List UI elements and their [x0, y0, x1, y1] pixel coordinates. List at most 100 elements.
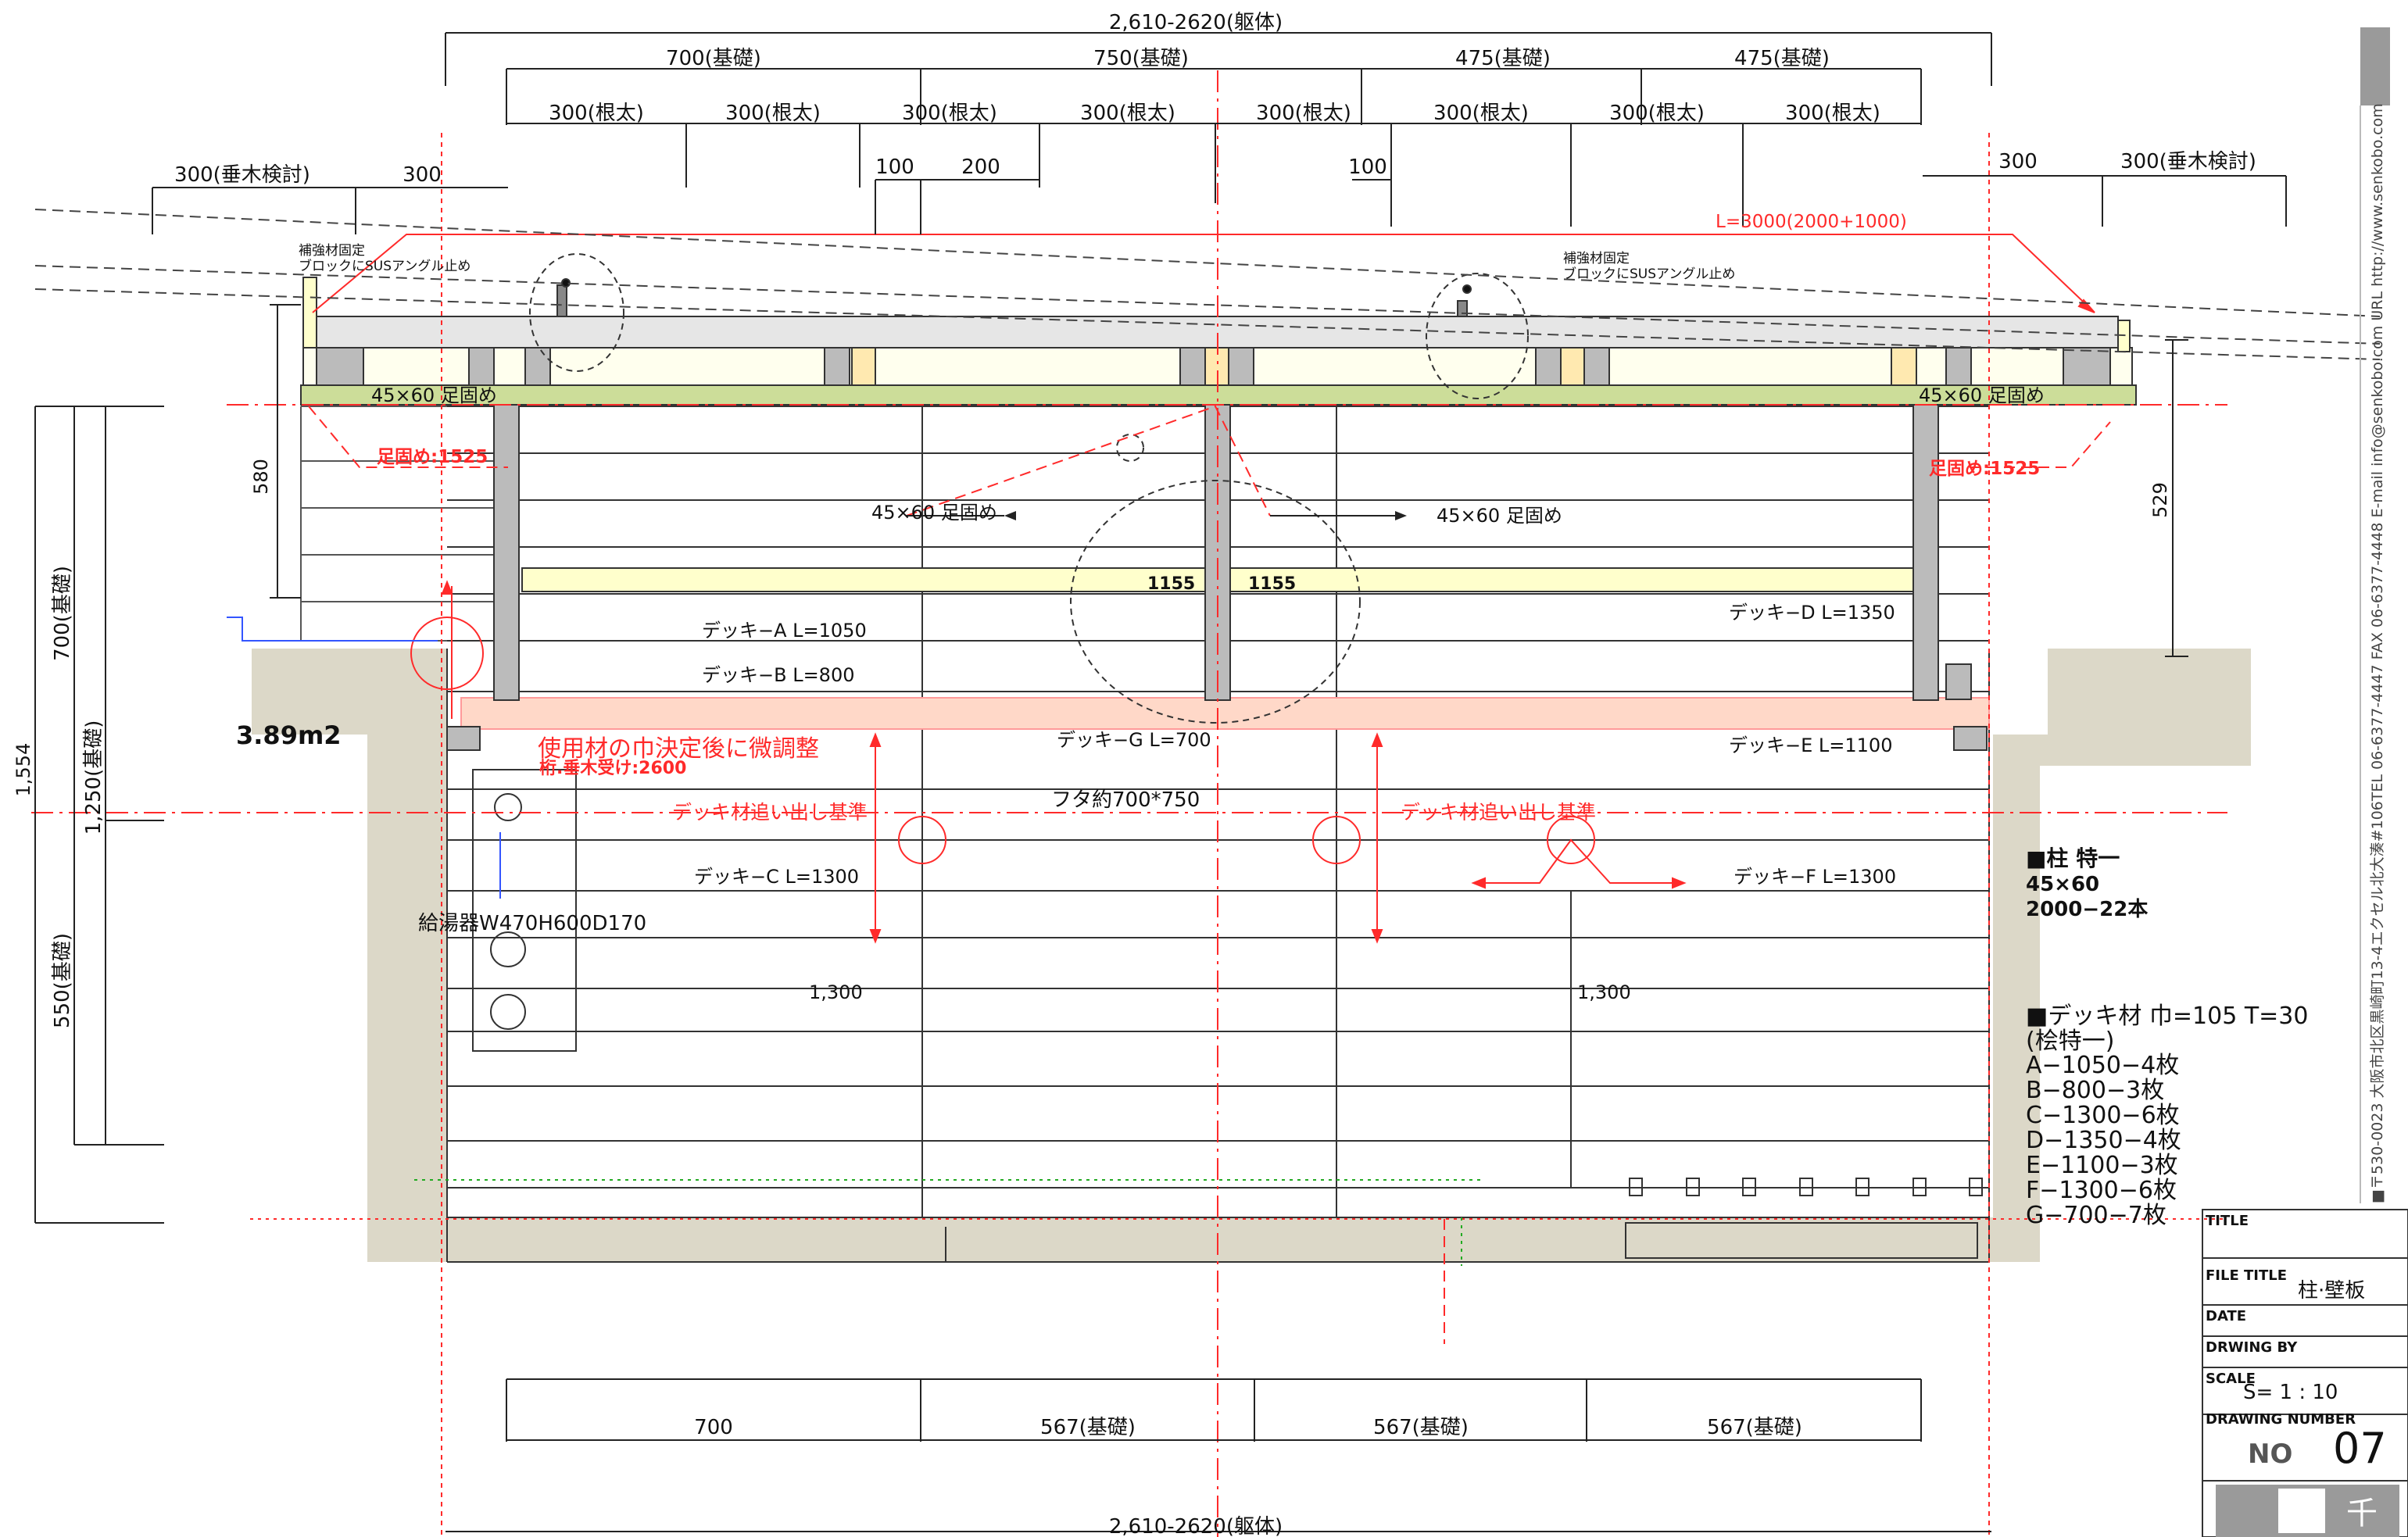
deck-c: デッキ−C L=1300 — [694, 866, 859, 888]
beam-length: L=3000(2000+1000) — [1716, 212, 1907, 232]
n1155-right: 1155 — [1248, 574, 1296, 594]
dim-left-rafter: 300(垂木検討) — [174, 163, 310, 187]
dim-left-550: 550(基礎) — [51, 933, 74, 1028]
dim-top-total: 2,610-2620(躯体) — [1109, 11, 1283, 34]
dimension-lines — [34, 32, 2287, 1532]
dim-foundation-1: 700(基礎) — [666, 47, 761, 70]
file-title-value: 柱·壁板 — [2298, 1279, 2365, 1303]
dim-200: 200 — [961, 155, 1000, 179]
left-wall-lines — [300, 406, 508, 642]
sidebar-company-text: ■〒530-0023 大阪市北区黒崎町13-4エクセル北大湊#106TEL 06… — [2369, 103, 2386, 1203]
dim-right-300: 300 — [1998, 150, 2038, 173]
dim-joist-1: 300(根太) — [549, 102, 644, 125]
width-1300-right: 1,300 — [1577, 981, 1631, 1003]
red-text-layer: L=3000(2000+1000) 足固め:1525 足固め:1525 使用材の… — [377, 212, 2040, 824]
foot-right-label: 45×60 足固め — [1919, 384, 2045, 406]
material-notes: ■柱 特一 45×60 2000−22本 ■デッキ材 巾=105 T=30 (桧… — [2026, 845, 2308, 1229]
deck-list-g: G−700−7枚 — [2026, 1202, 2166, 1229]
dim-foundation-3: 475(基礎) — [1455, 47, 1551, 70]
dim-joist-5: 300(根太) — [1256, 102, 1351, 125]
dim-left-700: 700(基礎) — [51, 566, 74, 661]
water-heater — [472, 769, 577, 1052]
deck-ref-left: デッキ材追い出し基準 — [672, 801, 868, 824]
reinforce-right-2: ブロックにSUSアングル止め — [1563, 266, 1735, 282]
number-label: DRAWING NUMBER — [2206, 1411, 2356, 1428]
deck-list-b: B−800−3枚 — [2026, 1077, 2164, 1104]
deck-b: デッキ−B L=800 — [702, 664, 855, 686]
foot-mid-left: 45×60 足固め — [871, 502, 997, 524]
deck-list-f: F−1300−6枚 — [2026, 1177, 2177, 1204]
deck-list-e: E−1100−3枚 — [2026, 1152, 2178, 1179]
reinforce-left-2: ブロックにSUSアングル止め — [299, 258, 471, 274]
lid-label: フタ約700*750 — [1051, 788, 1200, 812]
deck-list-a: A−1050−4枚 — [2026, 1052, 2179, 1079]
dim-arrows — [1004, 511, 1407, 520]
bracket-circles — [529, 253, 1529, 724]
pillar-qty: 2000−22本 — [2026, 898, 2148, 921]
foot-left-label: 45×60 足固め — [371, 384, 497, 406]
deck-f: デッキ−F L=1300 — [1734, 866, 1896, 888]
deck-ref-right: デッキ材追い出し基準 — [1401, 801, 1596, 824]
foundation-ground — [252, 649, 2251, 1262]
heater-label: 給湯器W470H600D170 — [418, 912, 646, 935]
scale-value: S= 1 : 10 — [2243, 1381, 2338, 1404]
adjust-note: 使用材の巾決定後に微調整 — [538, 735, 819, 763]
dim-100-a: 100 — [875, 155, 914, 179]
dim-bottom-567-3: 567(基礎) — [1707, 1416, 1802, 1439]
dim-foundation-4: 475(基礎) — [1734, 47, 1830, 70]
drawn-label: DRWING BY — [2206, 1339, 2298, 1356]
deck-g: デッキ−G L=700 — [1057, 729, 1211, 751]
dim-right-rafter: 300(垂木検討) — [2120, 150, 2256, 173]
deck-list-c: C−1300−6枚 — [2026, 1102, 2180, 1129]
scale-label: SCALE — [2206, 1371, 2256, 1387]
dim-100-b: 100 — [1348, 155, 1387, 179]
dim-joist-4: 300(根太) — [1080, 102, 1175, 125]
sidebar-top-bar — [2360, 27, 2390, 105]
dim-bottom-567-2: 567(基礎) — [1373, 1416, 1469, 1439]
date-label: DATE — [2206, 1308, 2246, 1324]
title-label: TITLE — [2206, 1213, 2249, 1229]
dim-bottom-567-1: 567(基礎) — [1040, 1416, 1136, 1439]
deck-grade: (桧特一) — [2026, 1028, 2114, 1055]
dim-joist-8: 300(根太) — [1785, 102, 1880, 125]
dim-h529: 529 — [2149, 482, 2171, 518]
pillar-title: ■柱 特一 — [2026, 845, 2120, 871]
vents — [1625, 1178, 1983, 1259]
deck-e: デッキ−E L=1100 — [1729, 735, 1892, 756]
end-post-left — [302, 277, 317, 349]
dim-bottom-total: 2,610-2620(躯体) — [1109, 1515, 1283, 1537]
logo-char: 千 — [2346, 1496, 2378, 1532]
logo-white — [2278, 1489, 2325, 1533]
width-1300-left: 1,300 — [809, 981, 863, 1003]
dim-h580: 580 — [250, 459, 272, 495]
reinforcement-brackets — [556, 278, 1472, 317]
no-label: NO — [2248, 1439, 2292, 1470]
area-label: 3.89m2 — [236, 720, 342, 750]
dim-joist-2: 300(根太) — [725, 102, 821, 125]
slope-lines — [34, 209, 2381, 360]
dim-joist-3: 300(根太) — [902, 102, 997, 125]
title-block — [2202, 1209, 2408, 1537]
file-title-label: FILE TITLE — [2206, 1267, 2287, 1284]
joist-blocks — [316, 347, 2111, 386]
dim-left-300: 300 — [403, 163, 442, 187]
reinforce-right-1: 補強材固定 — [1563, 251, 1630, 266]
deck-d: デッキ−D L=1350 — [1729, 602, 1895, 624]
deck-list-d: D−1350−4枚 — [2026, 1127, 2181, 1154]
pink-band — [460, 697, 1990, 730]
dim-foundation-2: 750(基礎) — [1093, 47, 1189, 70]
no-value: 07 — [2333, 1424, 2387, 1473]
foot-mid-right: 45×60 足固め — [1437, 505, 1562, 527]
pillar-size: 45×60 — [2026, 873, 2099, 896]
n1155-left: 1155 — [1147, 574, 1195, 594]
foot-1525-left: 足固め:1525 — [377, 447, 488, 467]
foot-1525-right: 足固め:1525 — [1929, 459, 2040, 479]
title-block-text: TITLE FILE TITLE 柱·壁板 DATE DRWING BY SCA… — [2206, 1213, 2387, 1473]
dim-bottom-700: 700 — [694, 1416, 733, 1439]
text-layer: 2,610-2620(躯体) 700(基礎) 750(基礎) 475(基礎) 4… — [13, 11, 2256, 1537]
deck-a: デッキ−A L=1050 — [702, 620, 867, 642]
dim-left-1250: 1,250(基礎) — [82, 720, 106, 835]
dim-joist-7: 300(根太) — [1609, 102, 1705, 125]
deck-title: ■デッキ材 巾=105 T=30 — [2026, 1003, 2308, 1030]
dim-left-total: 1,554 — [13, 743, 34, 797]
